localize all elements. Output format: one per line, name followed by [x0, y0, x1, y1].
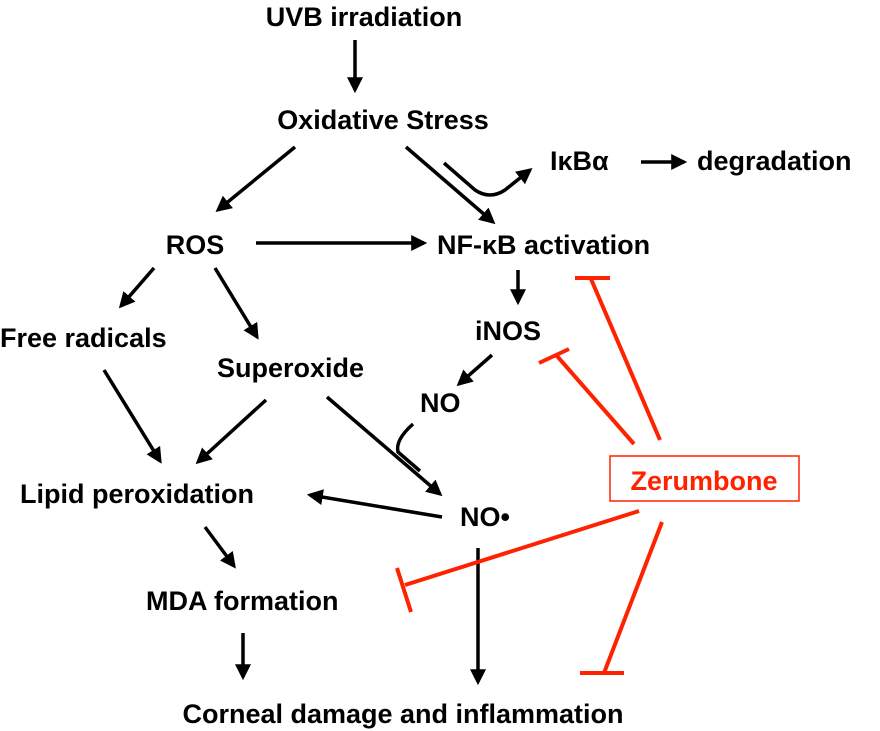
arrow-oxidative-stress-to-nfkb [404, 145, 496, 225]
node-corneal-damage: Corneal damage and inflammation [182, 699, 623, 729]
inhibit-zerumbone-to-corneal-damage [580, 521, 664, 675]
arrow-no-radical-to-lipid-peroxidation [306, 489, 443, 519]
arrow-superoxide-to-lipid-peroxidation [195, 398, 268, 465]
node-zerumbone: Zerumbone [630, 466, 777, 496]
arrow-free-radicals-to-lipid-peroxidation [102, 369, 162, 464]
node-no-radical: NO• [460, 502, 510, 532]
inhibit-zerumbone-to-nfkb [575, 276, 662, 441]
arrow-superoxide-to-no-radical [325, 395, 443, 497]
node-inos: iNOS [475, 316, 541, 346]
zerumbone-box [609, 455, 800, 502]
node-uvb-irradiation: UVB irradiation [266, 2, 463, 32]
node-superoxide: Superoxide [217, 353, 364, 383]
node-oxidative-stress: Oxidative Stress [277, 105, 489, 135]
node-no: NO [420, 388, 461, 418]
arrow-oxidative-stress-to-ros [215, 145, 297, 213]
node-nfkb-activation: NF-κB activation [437, 230, 650, 260]
arrow-ros-to-superoxide [213, 267, 259, 340]
node-free-radicals: Free radicals [0, 323, 167, 353]
arrow-no-to-no-radical [395, 422, 422, 473]
node-degradation: degradation [697, 146, 852, 176]
node-ikba: IκBα [550, 146, 609, 176]
arrow-ros-to-free-radicals [118, 266, 156, 309]
node-ros: ROS [166, 230, 225, 260]
arrow-inos-to-no [456, 353, 494, 387]
inhibit-zerumbone-to-inos [538, 347, 636, 446]
arrow-lipid-peroxidation-to-mda [203, 525, 236, 569]
inhibit-zerumbone-to-mda [395, 509, 640, 613]
arrow-oxidative-stress-to-ikba [442, 161, 533, 197]
node-lipid-peroxidation: Lipid peroxidation [20, 479, 254, 509]
node-mda-formation: MDA formation [146, 586, 338, 616]
